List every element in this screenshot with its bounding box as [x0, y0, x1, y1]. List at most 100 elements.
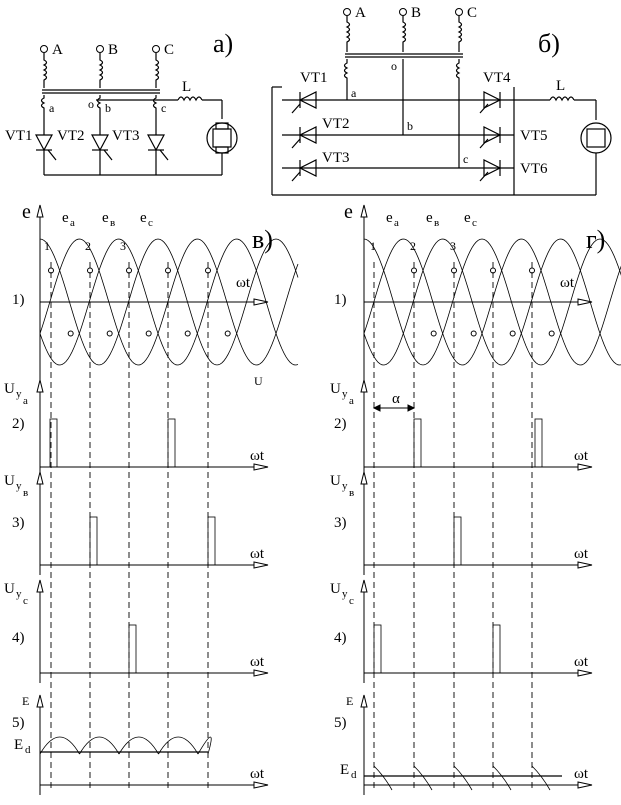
- phase-wave-b: [39, 238, 299, 366]
- inductor-b-label: L: [556, 78, 565, 94]
- u-g-c-main: U: [330, 581, 341, 597]
- point-v-2: 2: [85, 239, 91, 253]
- crossing-lower-0: [67, 330, 74, 337]
- extra-u-label: U: [254, 374, 263, 388]
- u-v-a-main: U: [4, 381, 15, 397]
- thyristor-b-vt5: [479, 126, 502, 149]
- control-pulse-c-1: [492, 624, 501, 674]
- tap-b-c: c: [463, 152, 468, 166]
- u-g-c-sub: y: [342, 588, 348, 600]
- terminal-a: [40, 45, 48, 53]
- primary-winding-b-c: [457, 16, 463, 52]
- neutral-b-label: o: [391, 59, 397, 73]
- tap-label-a: a: [49, 101, 55, 115]
- phase-sub-v-a: a: [70, 217, 75, 229]
- circuit-a: A B C a b c o L: [5, 29, 238, 176]
- tap-label-c: c: [161, 101, 166, 115]
- timing-diagram-g: [360, 204, 621, 795]
- phase-label-g-a: e: [386, 210, 393, 226]
- vt2-label: VT2: [57, 128, 85, 144]
- vt4-b-label: VT4: [483, 70, 511, 86]
- thyristor-b-vt6: [479, 159, 502, 182]
- e-label-v: E: [22, 694, 29, 708]
- u-v-b-main: U: [4, 473, 15, 489]
- tap-b-b: b: [407, 119, 413, 133]
- panel-label-a: а): [213, 29, 233, 58]
- phase-label-b: B: [108, 42, 118, 58]
- phase-label-g-b: e: [426, 210, 433, 226]
- phase-sub-v-b: в: [110, 217, 115, 229]
- phase-sub-g-b: в: [434, 217, 439, 229]
- wt-axis-arrow-c: [577, 669, 593, 677]
- motor-b-icon: [580, 122, 612, 154]
- ed-label-g: E: [340, 762, 349, 778]
- e-axis-label-g: e: [344, 201, 353, 223]
- u-v-c-sub2: c: [23, 595, 28, 607]
- phase-label-b-b: B: [411, 5, 421, 21]
- phase-label-b-a: A: [355, 5, 366, 21]
- wt-v-3: ωt: [250, 546, 265, 562]
- wt-axis-arrow-c: [253, 669, 269, 677]
- ed-label-v: E: [14, 737, 23, 753]
- u-g-b-sub: y: [342, 480, 348, 492]
- crossing-lower-3: [548, 330, 555, 337]
- wt-g-2: ωt: [574, 448, 589, 464]
- ed-sub-v: d: [25, 744, 31, 756]
- point-g-3: 3: [450, 239, 456, 253]
- primary-winding-a: [42, 53, 48, 88]
- e-axis-label-v: e: [22, 201, 31, 223]
- wt-g-3: ωt: [574, 546, 589, 562]
- wt-axis-1-arrow: [253, 298, 269, 306]
- crossing-lower-1: [106, 330, 113, 337]
- control-pulse-a-1: [534, 418, 543, 468]
- phase-label-v-b: e: [102, 210, 109, 226]
- e-label-g: E: [346, 694, 353, 708]
- row-v-2: 2): [12, 416, 25, 432]
- terminal-c: [152, 45, 160, 53]
- wt-g-1: ωt: [560, 275, 575, 291]
- E-axis-arrow: [36, 694, 44, 708]
- timing-diagram-v: [36, 204, 299, 795]
- control-pulse-a-0: [49, 418, 58, 468]
- phase-wave-a: [39, 238, 299, 366]
- row-v-4: 4): [12, 630, 25, 646]
- primary-winding-c: [154, 53, 160, 88]
- u-v-a-sub2: a: [23, 395, 28, 407]
- neutral-label: o: [88, 97, 94, 111]
- crossing-lower-0: [430, 330, 437, 337]
- point-g-1: 1: [370, 239, 376, 253]
- u-axis-arrow-c: [360, 579, 368, 593]
- panel-label-g: г): [586, 225, 605, 254]
- alpha-label: α: [392, 391, 400, 407]
- u-g-a-main: U: [330, 381, 341, 397]
- control-pulse-b-0: [453, 516, 462, 566]
- wt-axis-arrow-b: [253, 561, 269, 569]
- secondary-winding-a: [40, 95, 46, 118]
- crossing-lower-3: [184, 330, 191, 337]
- e-axis-arrow: [36, 204, 44, 218]
- u-v-c-main: U: [4, 581, 15, 597]
- secondary-winding-c: [152, 95, 158, 118]
- u-axis-arrow-a: [36, 379, 44, 393]
- control-pulse-b-0: [89, 516, 98, 566]
- row-g-1: 1): [334, 292, 347, 308]
- crossing-lower-4: [224, 330, 231, 337]
- secondary-b-a: [343, 59, 349, 100]
- control-pulse-c-0: [373, 624, 382, 674]
- rectified-output-wave: [39, 736, 212, 755]
- alpha-arrow-right: [407, 404, 416, 412]
- row-v-3: 3): [12, 515, 25, 531]
- primary-winding-b-b: [401, 16, 407, 52]
- vt1-b-label: VT1: [300, 70, 328, 86]
- motor-armature: [212, 128, 232, 148]
- vt2-b-label: VT2: [322, 116, 350, 132]
- control-pulse-b-1: [207, 516, 216, 566]
- phase-wave-a: [363, 238, 621, 366]
- wt-axis-arrow-a: [577, 463, 593, 471]
- thyristor-b-vt4: [479, 91, 502, 114]
- ed-sub-g: d: [351, 769, 357, 781]
- E-axis-arrow: [360, 694, 368, 708]
- phase-sub-g-c: c: [472, 217, 477, 229]
- tap-b-a: a: [351, 86, 357, 100]
